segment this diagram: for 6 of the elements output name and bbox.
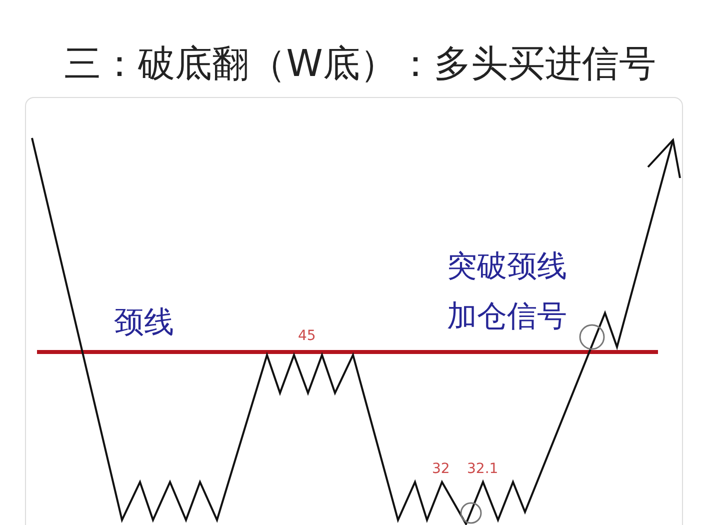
- signal-annotation: 突破颈线加仓信号: [447, 248, 568, 336]
- neckline-label: 颈线: [114, 305, 174, 341]
- chart-title: 三：破底翻（W底）：多头买进信号: [64, 41, 656, 87]
- price-label: 45: [298, 327, 316, 345]
- price-label: 32.1: [467, 460, 498, 478]
- price-label: 32: [432, 460, 450, 478]
